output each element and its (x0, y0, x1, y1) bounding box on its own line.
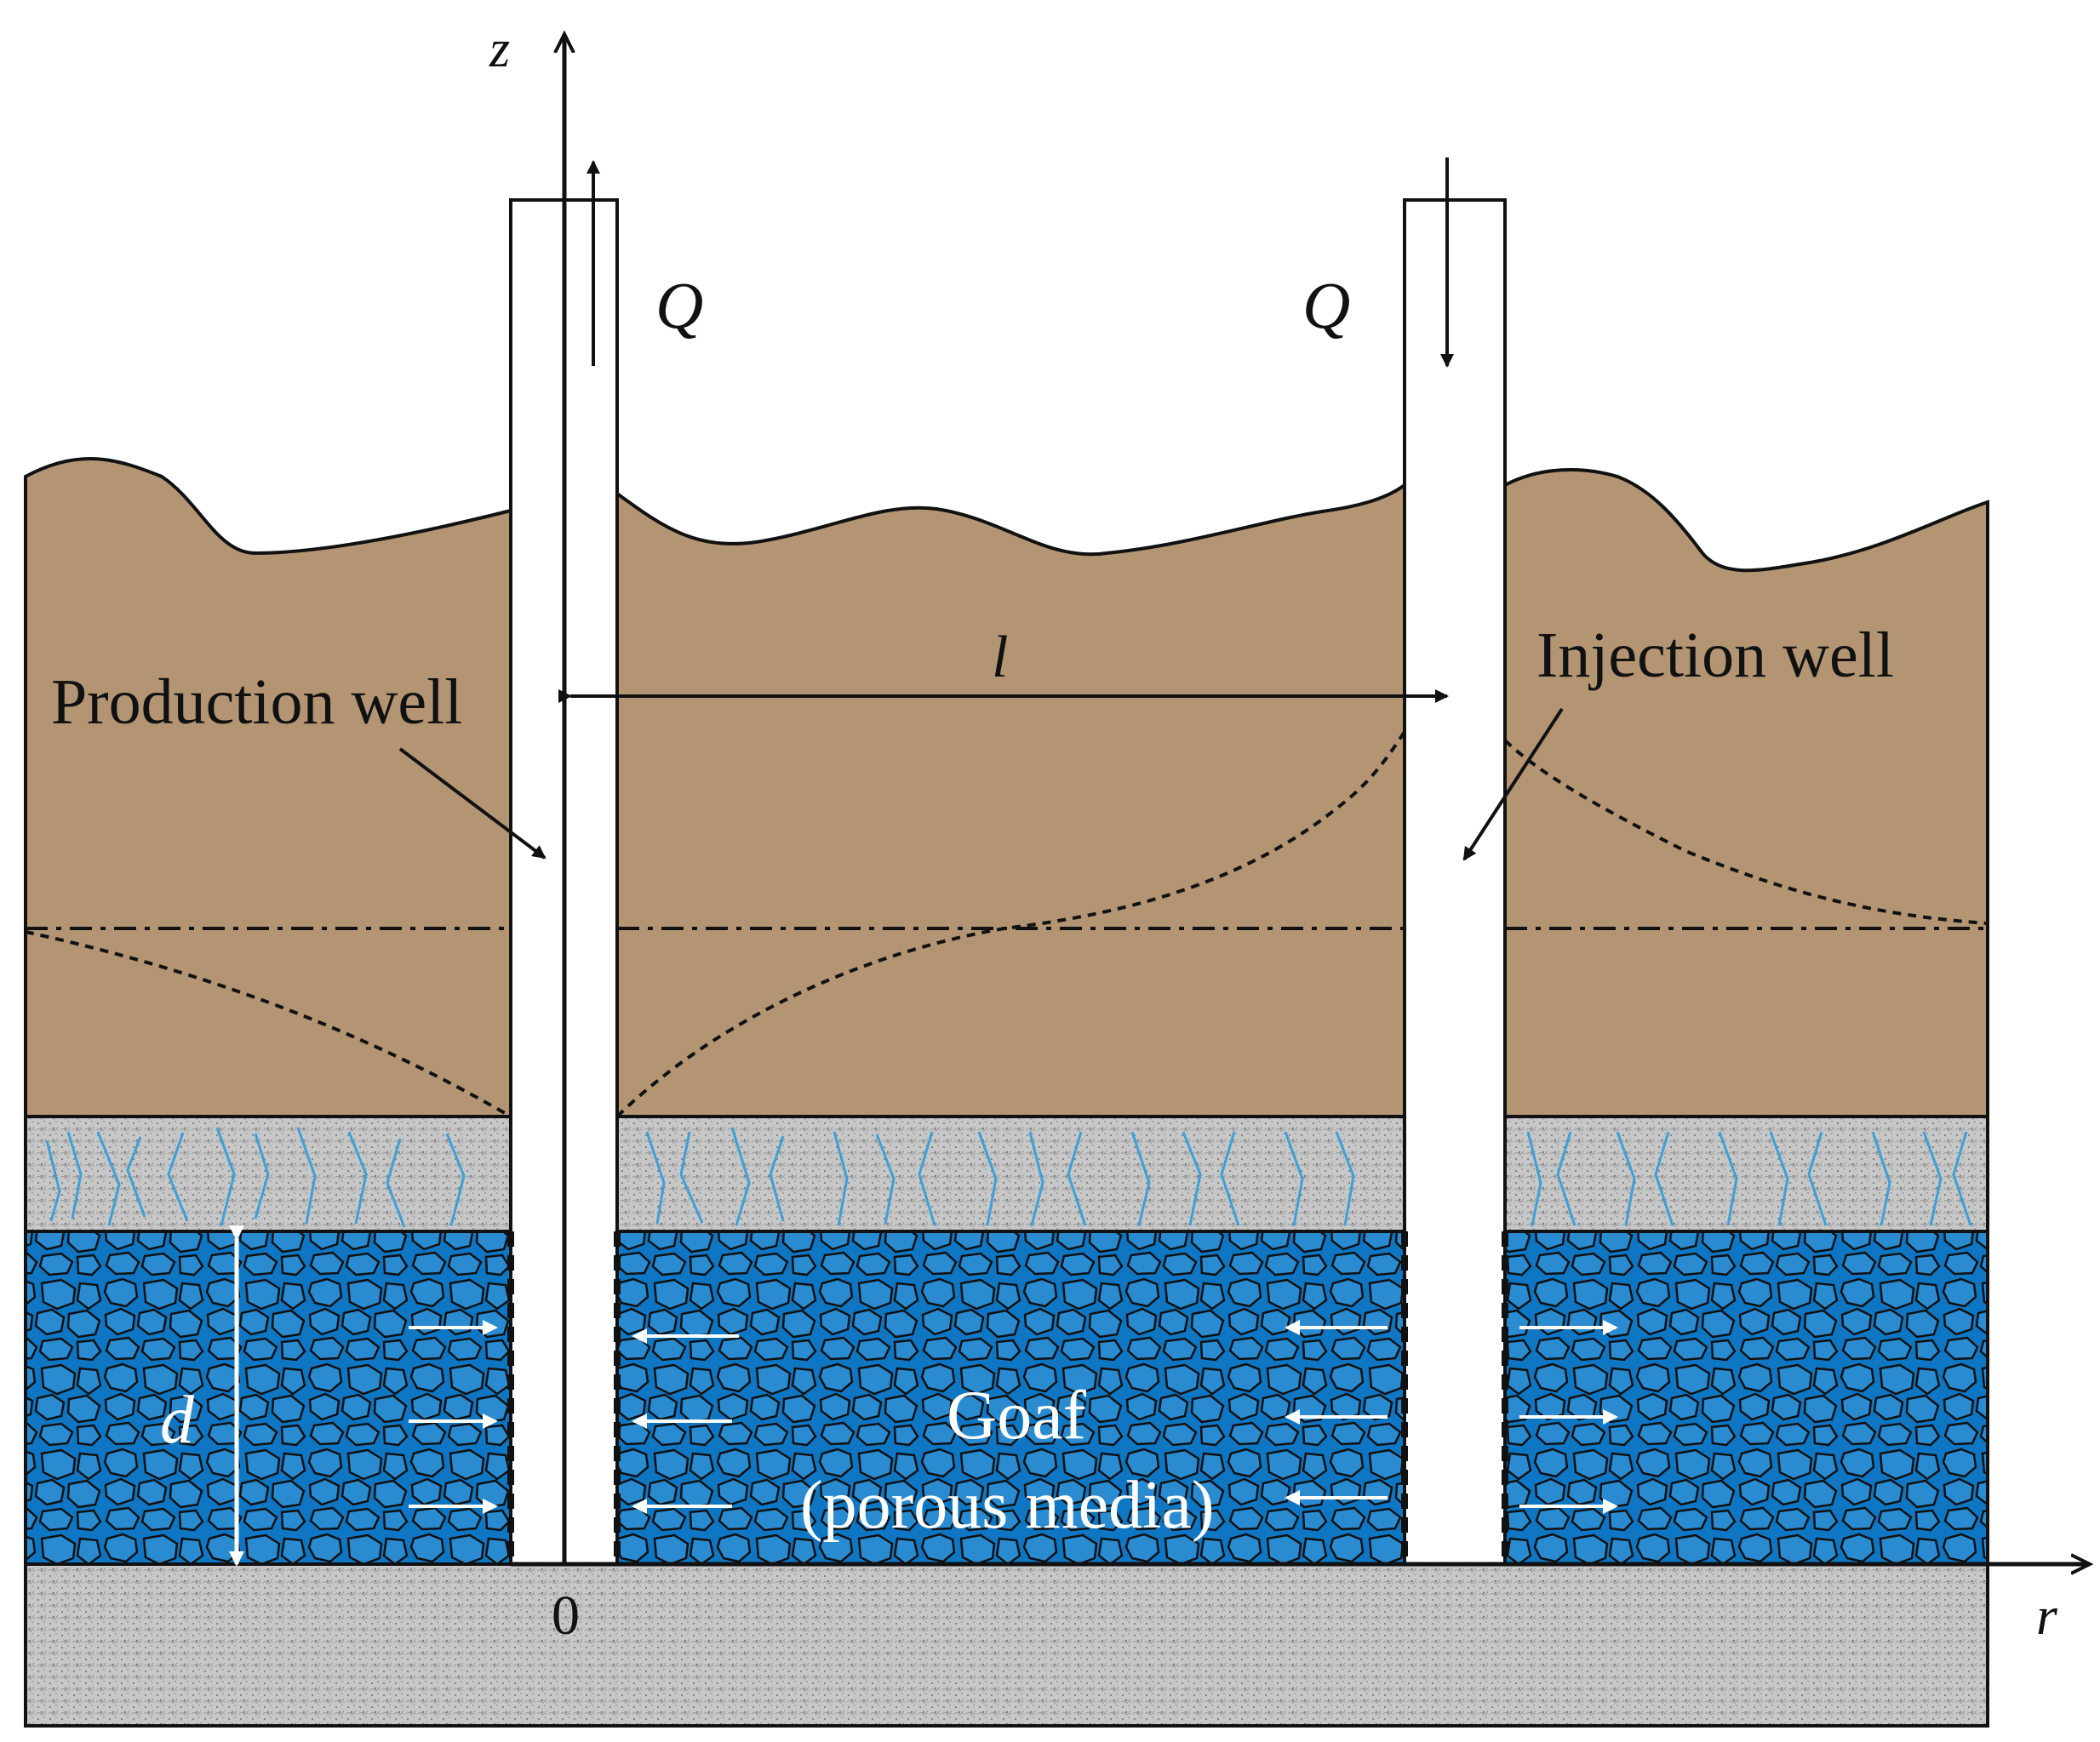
left-flow-label: Q (655, 268, 703, 342)
overburden-right (1503, 467, 1989, 1118)
overburden-middle (615, 482, 1406, 1118)
drawdown-curve-middle (615, 730, 1406, 1118)
production-well-leader (398, 747, 546, 860)
drawdown-curve-left (25, 930, 512, 1118)
r-axis-label: r (2036, 1585, 2058, 1646)
overburden-left (24, 457, 512, 1118)
production-well-label: Production well (51, 666, 462, 738)
right-flow-label: Q (1302, 268, 1350, 342)
goaf-left (24, 1230, 512, 1566)
injection-well-label: Injection well (1536, 620, 1894, 691)
fractured-zone-middle (615, 1115, 1406, 1233)
fractured-zone-right (1503, 1115, 1989, 1233)
injection-well-screen (1401, 1231, 1508, 1564)
spacing-label: l (992, 625, 1008, 690)
goaf-right (1503, 1230, 1989, 1566)
goaf-title: Goaf (947, 1376, 1087, 1454)
injection-well-leader (1462, 707, 1564, 861)
fracture-network (45, 1127, 1972, 1228)
goaf-subtitle: (porous media) (800, 1468, 1215, 1543)
bedrock-layer (24, 1562, 1989, 1728)
origin-label: 0 (552, 1585, 580, 1647)
flow-vectors (409, 1320, 1618, 1514)
production-well-screen (507, 1231, 621, 1564)
injection-well-casing (1403, 198, 1507, 1566)
thickness-label: d (160, 1383, 195, 1458)
z-axis-label: z (489, 20, 510, 78)
